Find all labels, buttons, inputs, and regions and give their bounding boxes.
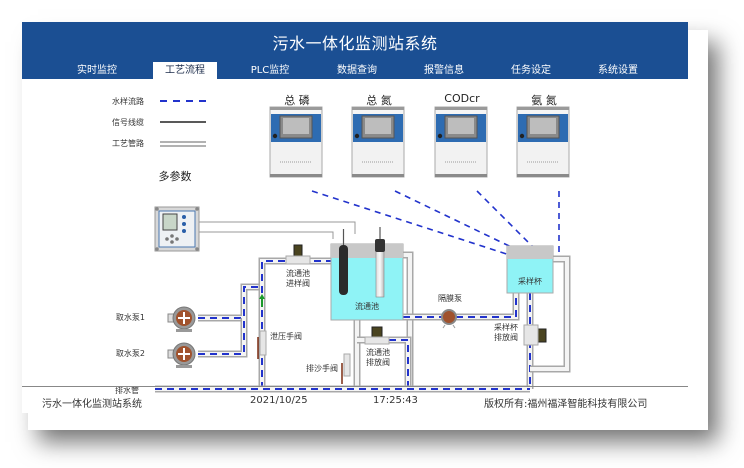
tab-realtime-monitor[interactable]: 实时监控 xyxy=(77,65,117,76)
cup-drain-label-2: 排放阀 xyxy=(494,332,518,342)
flow-cell-label: 流通池 xyxy=(355,301,379,311)
tab-alarm-info[interactable]: 报警信息 xyxy=(424,65,464,76)
analyzer-cabinet-codcr[interactable] xyxy=(434,106,488,178)
footer-time: 17:25:43 xyxy=(373,395,418,406)
footer-copyright: 版权所有:福州福泽智能科技有限公司 xyxy=(484,399,648,410)
pipe-pump1-outlet xyxy=(198,283,262,322)
instrument-title-nh3n: 氨 氮 xyxy=(531,94,557,107)
instrument-title-tn: 总 氮 xyxy=(366,94,392,107)
tab-task-settings[interactable]: 任务设定 xyxy=(511,65,551,76)
pressure-valve-label: 泄压手阀 xyxy=(270,331,302,341)
inlet-valve-label-1: 流通池 xyxy=(286,268,310,278)
pump2-label: 取水泵2 xyxy=(116,348,145,358)
multiparam-meter[interactable] xyxy=(154,206,200,252)
pipe-pump-to-cup xyxy=(456,293,520,321)
tab-system-settings[interactable]: 系统设置 xyxy=(598,65,638,76)
footer-date: 2021/10/25 xyxy=(250,395,308,406)
footer-system-name: 污水一体化监测站系统 xyxy=(42,399,142,410)
legend-label-process-pipe: 工艺管路 xyxy=(112,139,144,148)
analyzer-cabinet-nh3n[interactable] xyxy=(516,106,570,178)
tab-plc-monitor[interactable]: PLC监控 xyxy=(250,65,290,76)
drain-valve-label-2: 排放阀 xyxy=(366,357,390,367)
diaphragm-pump-label: 隔膜泵 xyxy=(438,293,462,303)
sample-cup-drain-valve[interactable] xyxy=(523,324,547,346)
sand-valve-label: 排沙手阀 xyxy=(306,363,338,373)
app-window: 污水一体化监测站系统 实时监控 工艺流程 PLC监控 数据查询 报警信息 任务设… xyxy=(22,22,688,413)
drain-pipe-label: 排水管 xyxy=(115,385,139,395)
drain-valve-label-1: 流通池 xyxy=(366,347,390,357)
app-title: 污水一体化监测站系统 xyxy=(272,34,438,53)
diaphragm-pump[interactable] xyxy=(441,309,457,329)
intake-pump2[interactable] xyxy=(167,342,196,368)
instrument-title-tp: 总 磷 xyxy=(284,94,310,107)
legend-label-signal-cable: 信号线缆 xyxy=(112,118,144,127)
flow-cell-tank[interactable] xyxy=(330,227,404,321)
intake-pump1[interactable] xyxy=(167,306,196,332)
tab-data-query[interactable]: 数据查询 xyxy=(337,65,377,76)
nav-tabs: 实时监控 工艺流程 PLC监控 数据查询 报警信息 任务设定 系统设置 xyxy=(22,62,688,79)
instrument-title-codcr: CODcr xyxy=(444,92,480,105)
cup-drain-label-1: 采样杯 xyxy=(494,322,518,332)
tab-process-flow[interactable]: 工艺流程 xyxy=(153,62,217,79)
inlet-valve-label-2: 进样阀 xyxy=(286,278,310,288)
sample-cup-label: 采样杯 xyxy=(518,276,542,286)
pipe-cup-overflow xyxy=(530,255,571,373)
status-bar: 污水一体化监测站系统 2021/10/25 17:25:43 版权所有:福州福泽… xyxy=(22,386,688,413)
header-bar: 污水一体化监测站系统 实时监控 工艺流程 PLC监控 数据查询 报警信息 任务设… xyxy=(22,22,688,79)
legend-label-water-flow: 水样流路 xyxy=(112,97,144,106)
pump1-label: 取水泵1 xyxy=(116,312,145,322)
sand-drain-valve[interactable] xyxy=(341,353,351,384)
pipe-drain-valve-out xyxy=(389,336,412,389)
pipe-pump2-outlet xyxy=(198,318,248,358)
analyzer-cabinet-tn[interactable] xyxy=(351,106,405,178)
sample-cup-tank[interactable] xyxy=(506,245,554,294)
signal-cables xyxy=(199,221,356,239)
process-diagram: 流通池 采样杯 流通池 进样阀 流通池 排放阀 采样杯 排放阀 xyxy=(115,100,571,395)
analyzer-cabinet-tp[interactable] xyxy=(269,106,323,178)
pressure-relief-valve[interactable] xyxy=(257,330,267,359)
inlet-valve[interactable] xyxy=(285,244,311,265)
flow-cell-drain-valve[interactable] xyxy=(364,326,390,345)
legend-sample-process-pipe xyxy=(160,141,206,147)
flow-arrow-icon xyxy=(259,294,265,299)
multiparam-title: 多参数 xyxy=(158,170,192,183)
